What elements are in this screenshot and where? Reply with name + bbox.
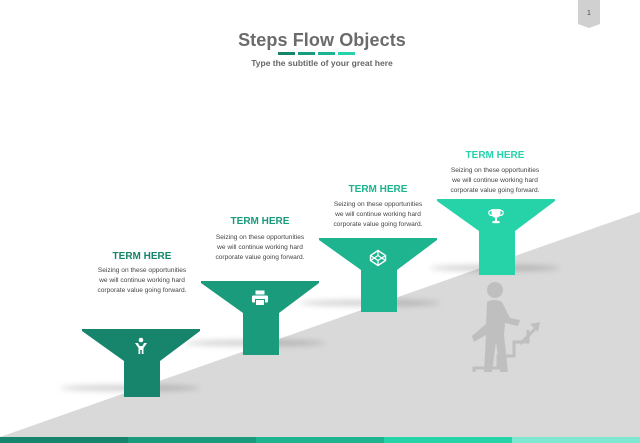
title-underline-1: [278, 52, 295, 55]
step-4-term: TERM HERE: [465, 150, 525, 161]
slide-subtitle: Type the subtitle of your great here: [251, 58, 393, 68]
bottom-strip-1: [0, 437, 128, 443]
codepen-icon: [369, 249, 387, 267]
step-1-desc-line: corporate value going forward.: [97, 287, 187, 294]
step-3-shape: [319, 238, 437, 312]
step-1-desc-line: we will continue working hard: [99, 277, 185, 284]
step-2-desc-line: corporate value going forward.: [215, 254, 305, 261]
step-3-description: Seizing on these opportunities we will c…: [313, 200, 443, 230]
step-1-term: TERM HERE: [112, 251, 172, 262]
title-underline-2: [298, 52, 315, 55]
step-3-term: TERM HERE: [348, 184, 408, 195]
step-3-desc-line: we will continue working hard: [335, 211, 421, 218]
climbing-stairs-icon: [472, 282, 540, 372]
title-underline-3: [318, 52, 335, 55]
printer-icon: [252, 290, 268, 306]
bottom-strip-3: [256, 437, 384, 443]
step-1-desc-line: Seizing on these opportunities: [97, 267, 187, 274]
person-icon: [135, 337, 147, 354]
page-number: 1: [587, 10, 591, 17]
page-number-badge: 1: [578, 0, 600, 28]
trophy-icon: [488, 209, 504, 224]
step-4-desc-line: Seizing on these opportunities: [450, 167, 540, 174]
step-4-desc-line: corporate value going forward.: [450, 187, 540, 194]
step-2-desc-line: Seizing on these opportunities: [215, 234, 305, 241]
step-2-term: TERM HERE: [230, 216, 290, 227]
step-1-description: Seizing on these opportunities we will c…: [77, 266, 207, 296]
step-4-shape: [437, 199, 555, 275]
step-2-desc-line: we will continue working hard: [217, 244, 303, 251]
step-3-desc-line: corporate value going forward.: [333, 221, 423, 228]
step-4-description: Seizing on these opportunities we will c…: [430, 166, 560, 196]
bottom-strip-4: [384, 437, 512, 443]
bottom-strip-5: [512, 437, 640, 443]
slide-title: Steps Flow Objects: [238, 30, 406, 50]
step-3-desc-line: Seizing on these opportunities: [333, 201, 423, 208]
step-4-desc-line: we will continue working hard: [452, 177, 538, 184]
step-1-shape: [82, 329, 200, 397]
title-underline-4: [338, 52, 355, 55]
step-2-shape: [201, 281, 319, 355]
bottom-strip-2: [128, 437, 256, 443]
step-2-description: Seizing on these opportunities we will c…: [195, 233, 325, 263]
